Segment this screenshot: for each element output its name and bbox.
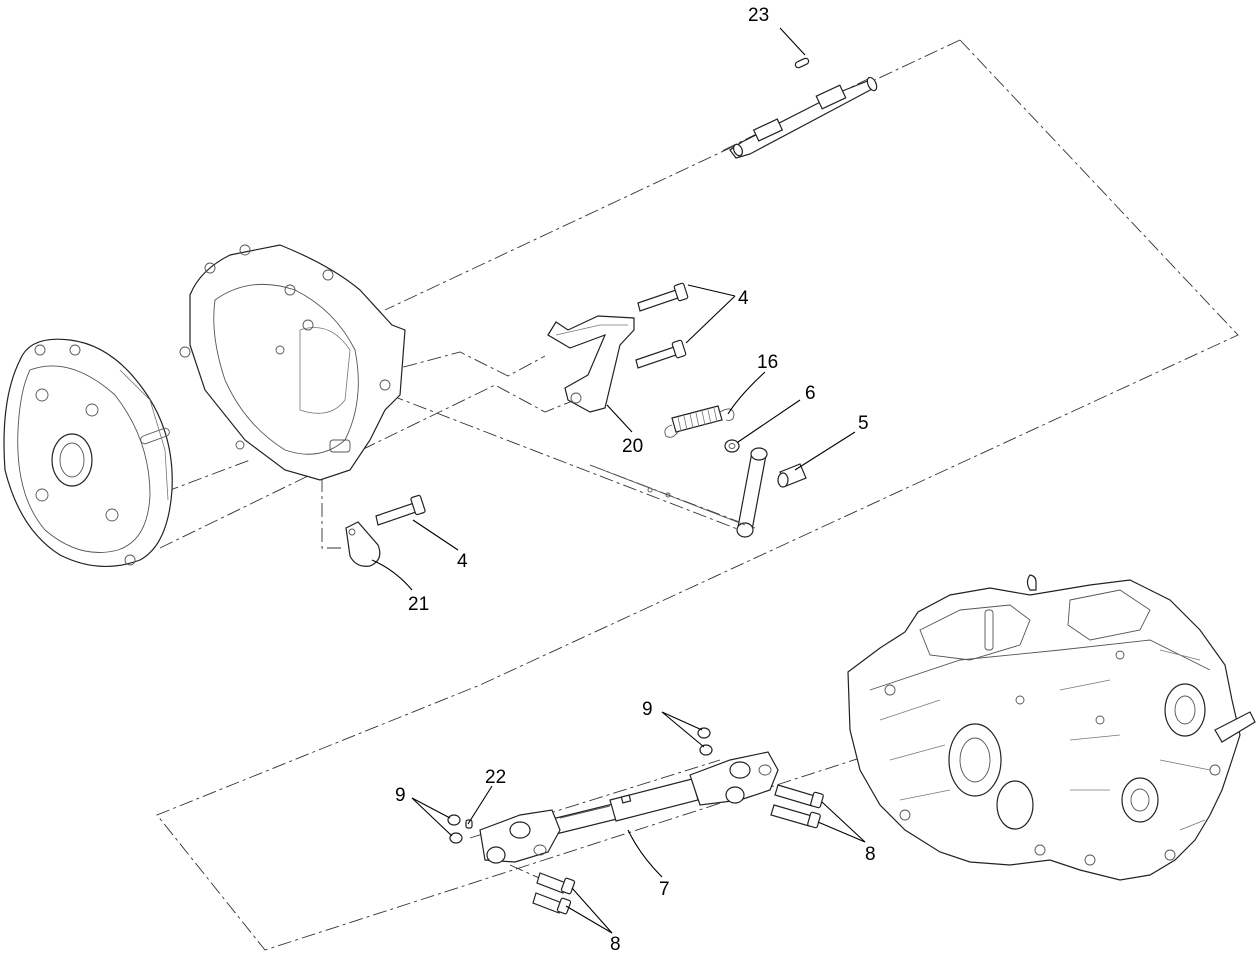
callout-16: 16 [757,352,778,373]
leader-lines [371,27,866,934]
part-7-drive-shaft [479,751,779,864]
callout-22: 22 [485,767,506,788]
callout-9-left: 9 [395,785,406,806]
callout-7: 7 [659,879,670,900]
part-22-fitting [465,819,473,829]
callout-23: 23 [748,5,769,26]
part-8-bolts-right [770,784,824,829]
part-21-clamp [345,521,381,567]
lever-arm [589,447,768,538]
part-8-bolts-left [532,872,576,915]
part-9-nuts-right [697,727,713,756]
bell-housing [179,244,406,481]
callout-20: 20 [622,436,643,457]
callout-4-lower: 4 [457,551,468,572]
callout-9-right: 9 [642,699,653,720]
callout-labels: 23 4 16 6 5 20 4 21 9 22 9 8 7 8 [395,5,876,955]
part-5-clevis-pin [777,463,807,488]
callout-8-right: 8 [865,844,876,865]
part-23-pin-and-shaft [729,57,878,159]
cover-plate [3,338,173,567]
part-4-bolt-lower [375,494,426,526]
part-6-nut [724,439,740,453]
transmission-unit [847,574,1256,881]
callout-5: 5 [858,413,869,434]
callout-4-upper: 4 [738,288,749,309]
callout-8-left: 8 [610,934,621,955]
part-20-bracket [547,315,635,413]
part-4-bolts-upper [635,282,689,369]
callout-21: 21 [408,594,429,615]
part-9-nuts-left [447,814,463,844]
callout-6: 6 [805,383,816,404]
part-16-spring [664,405,735,438]
